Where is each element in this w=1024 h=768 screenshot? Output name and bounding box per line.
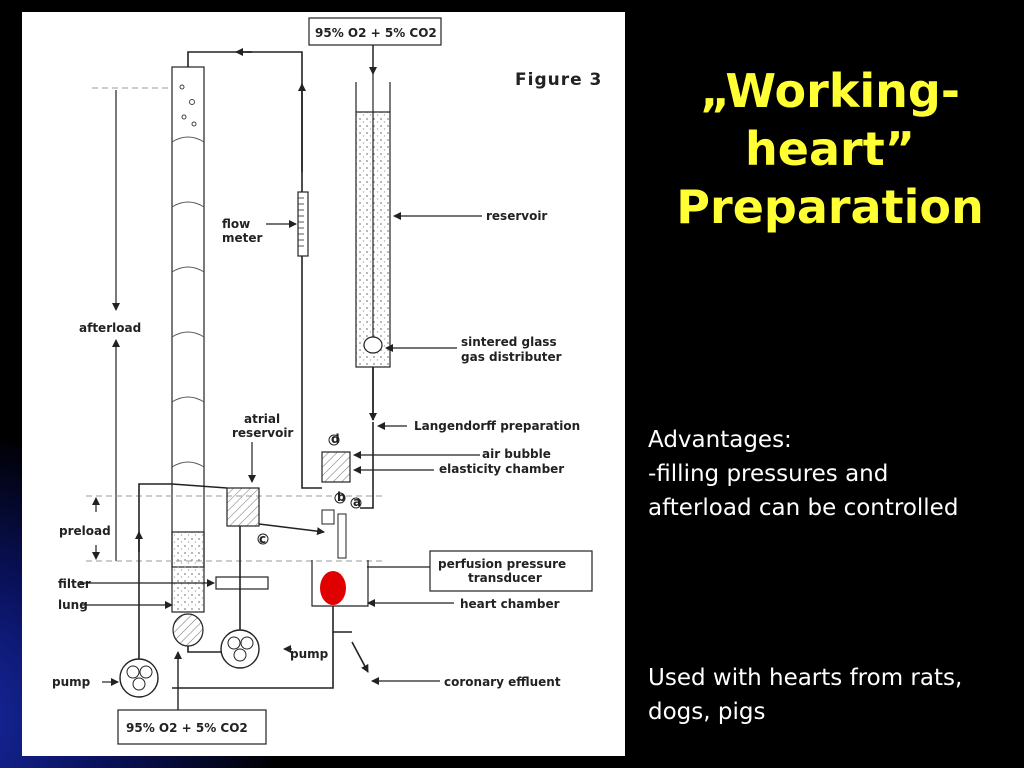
perfusion-label-2: transducer: [468, 571, 542, 585]
reservoir-column: [355, 74, 391, 368]
usage-line-2: dogs, pigs: [648, 699, 766, 725]
heart: [320, 571, 346, 605]
slide-title-line-2: heart”: [745, 122, 915, 176]
elasticity-chamber: [321, 434, 362, 509]
heart-chamber-label: heart chamber: [460, 597, 560, 611]
pump-left: [119, 658, 159, 698]
flow-meter: [297, 191, 309, 257]
coronary-label: coronary effluent: [444, 675, 561, 689]
sintered-label-1: sintered glass: [461, 335, 557, 349]
air-bubble-label: air bubble: [482, 447, 551, 461]
valve-d-label: d: [331, 432, 340, 446]
valve-c-label: c: [259, 532, 266, 546]
gas-supply-bottom-label: 95% O2 + 5% CO2: [126, 721, 248, 735]
usage-line-1: Used with hearts from rats,: [648, 665, 963, 691]
sintered-label-2: gas distributer: [461, 350, 562, 364]
flow-meter-label-2: meter: [222, 231, 263, 245]
gas-supply-top-label: 95% O2 + 5% CO2: [315, 26, 437, 40]
pump-mid: [220, 629, 260, 669]
slide-title-line-3: Preparation: [676, 180, 984, 234]
working-heart-diagram: Figure 3 95% O2 + 5% CO2 flow meter rese…: [52, 17, 602, 745]
afterload-column: [171, 66, 205, 613]
slide-title-line-1: „Working-: [700, 64, 960, 118]
figure-title: Figure 3: [515, 70, 602, 90]
atrial-reservoir: [226, 487, 260, 527]
langendorff-label: Langendorff preparation: [414, 419, 580, 433]
figure-panel: Figure 3 95% O2 + 5% CO2 flow meter rese…: [22, 12, 625, 756]
filter-label: filter: [58, 577, 91, 591]
lung: [172, 613, 204, 647]
slide-title: „Working- heart” Preparation: [638, 62, 1022, 236]
valve-a-label: a: [353, 495, 361, 509]
afterload-label: afterload: [79, 321, 141, 335]
preload-label: preload: [59, 524, 111, 538]
atrial-reservoir-label-1: atrial: [244, 412, 280, 426]
heart-chamber: [311, 509, 369, 607]
reservoir-label: reservoir: [486, 209, 547, 223]
pump-mid-label: pump: [290, 647, 329, 661]
pump-left-label: pump: [52, 675, 91, 689]
atrial-reservoir-label-2: reservoir: [232, 426, 293, 440]
advantages-line-2: afterload can be controlled: [648, 495, 959, 521]
valve-b-label: b: [337, 490, 346, 504]
perfusion-label-1: perfusion pressure: [438, 557, 566, 571]
filter: [215, 576, 269, 590]
lung-label: lung: [58, 598, 88, 612]
gas-supply-top: 95% O2 + 5% CO2: [308, 17, 442, 46]
gas-supply-bottom: 95% O2 + 5% CO2: [117, 709, 267, 745]
flow-meter-label-1: flow: [222, 217, 250, 231]
advantages-block: Advantages: -filling pressures and after…: [648, 423, 958, 525]
perfusion-transducer-box: perfusion pressure transducer: [429, 550, 593, 592]
advantages-line-1: -filling pressures and: [648, 461, 889, 487]
advantages-heading: Advantages:: [648, 427, 792, 453]
elasticity-label: elasticity chamber: [439, 462, 564, 476]
usage-block: Used with hearts from rats, dogs, pigs: [648, 661, 962, 729]
